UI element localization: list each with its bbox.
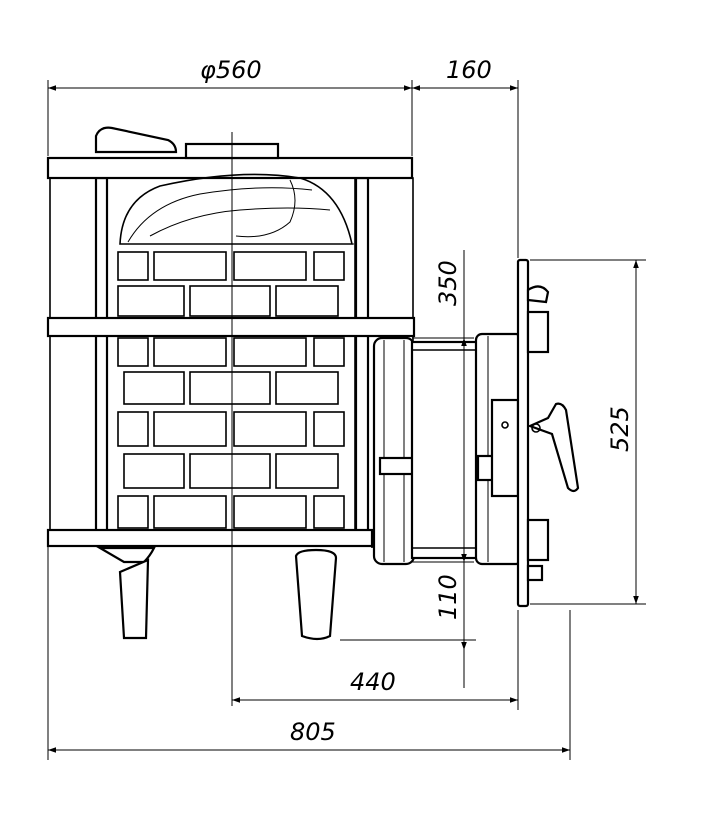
door-plate: [516, 258, 530, 608]
insulation-center: [106, 177, 356, 532]
dim-overall-width: 805: [290, 718, 336, 746]
brick-wall: [117, 251, 345, 529]
stove-body: [46, 126, 416, 706]
dim-diameter: φ560: [200, 56, 262, 84]
middle-band: [46, 316, 416, 338]
stove-legs: [95, 546, 373, 641]
dim-leg-height: 110: [434, 574, 462, 620]
post-left: [94, 176, 109, 533]
damper-handle: [94, 126, 178, 154]
dim-top-right: 160: [446, 56, 492, 84]
bottom-plate: [46, 528, 374, 548]
door-handle: [527, 402, 580, 493]
dim-depth: 440: [350, 668, 396, 696]
dim-height-total: 525: [606, 406, 634, 452]
dimensions: φ560 160 350 525 110 440 805: [47, 56, 646, 760]
insulation-left: [49, 177, 97, 532]
dim-height-door: 350: [434, 260, 462, 306]
post-right: [354, 176, 370, 533]
fire-tunnel: [372, 258, 580, 608]
stone-dome: [119, 173, 353, 245]
